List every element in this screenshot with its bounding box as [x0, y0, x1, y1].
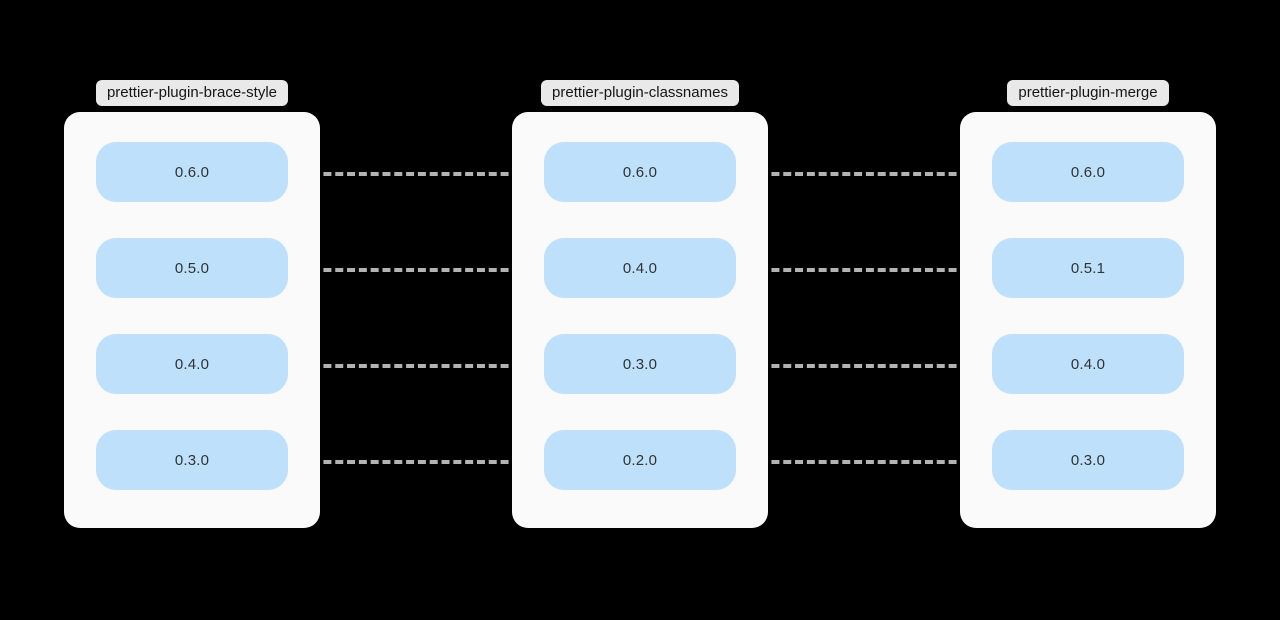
- version-node[interactable]: 0.3.0: [96, 430, 288, 490]
- column-header-label: prettier-plugin-merge: [1007, 80, 1169, 106]
- version-node[interactable]: 0.3.0: [992, 430, 1184, 490]
- version-connector: [736, 364, 992, 368]
- version-node[interactable]: 0.5.0: [96, 238, 288, 298]
- version-connector: [288, 364, 544, 368]
- version-node[interactable]: 0.6.0: [544, 142, 736, 202]
- version-column: prettier-plugin-classnames 0.6.0 0.4.0 0.3.…: [512, 80, 768, 528]
- version-connector: [736, 172, 992, 176]
- version-connector: [288, 460, 544, 464]
- version-panel: 0.6.0 0.5.0 0.4.0 0.3.0: [64, 112, 320, 528]
- version-connector: [736, 460, 992, 464]
- version-connector: [736, 268, 992, 272]
- version-node[interactable]: 0.2.0: [544, 430, 736, 490]
- column-header-label: prettier-plugin-brace-style: [95, 80, 289, 106]
- version-column: prettier-plugin-brace-style 0.6.0 0.5.0 0.4…: [64, 80, 320, 528]
- column-header-label: prettier-plugin-classnames: [541, 80, 739, 106]
- version-node[interactable]: 0.4.0: [544, 238, 736, 298]
- column-header: prettier-plugin-classnames: [512, 80, 768, 106]
- version-node[interactable]: 0.6.0: [992, 142, 1184, 202]
- version-column: prettier-plugin-merge 0.6.0 0.5.1 0.4.0 0.3.…: [960, 80, 1216, 528]
- version-connector: [288, 172, 544, 176]
- version-node[interactable]: 0.4.0: [992, 334, 1184, 394]
- version-connector: [288, 268, 544, 272]
- version-node[interactable]: 0.6.0: [96, 142, 288, 202]
- version-panel: 0.6.0 0.4.0 0.3.0 0.2.0: [512, 112, 768, 528]
- column-header: prettier-plugin-brace-style: [64, 80, 320, 106]
- version-node[interactable]: 0.4.0: [96, 334, 288, 394]
- column-header: prettier-plugin-merge: [960, 80, 1216, 106]
- version-panel: 0.6.0 0.5.1 0.4.0 0.3.0: [960, 112, 1216, 528]
- version-node[interactable]: 0.3.0: [544, 334, 736, 394]
- version-node[interactable]: 0.5.1: [992, 238, 1184, 298]
